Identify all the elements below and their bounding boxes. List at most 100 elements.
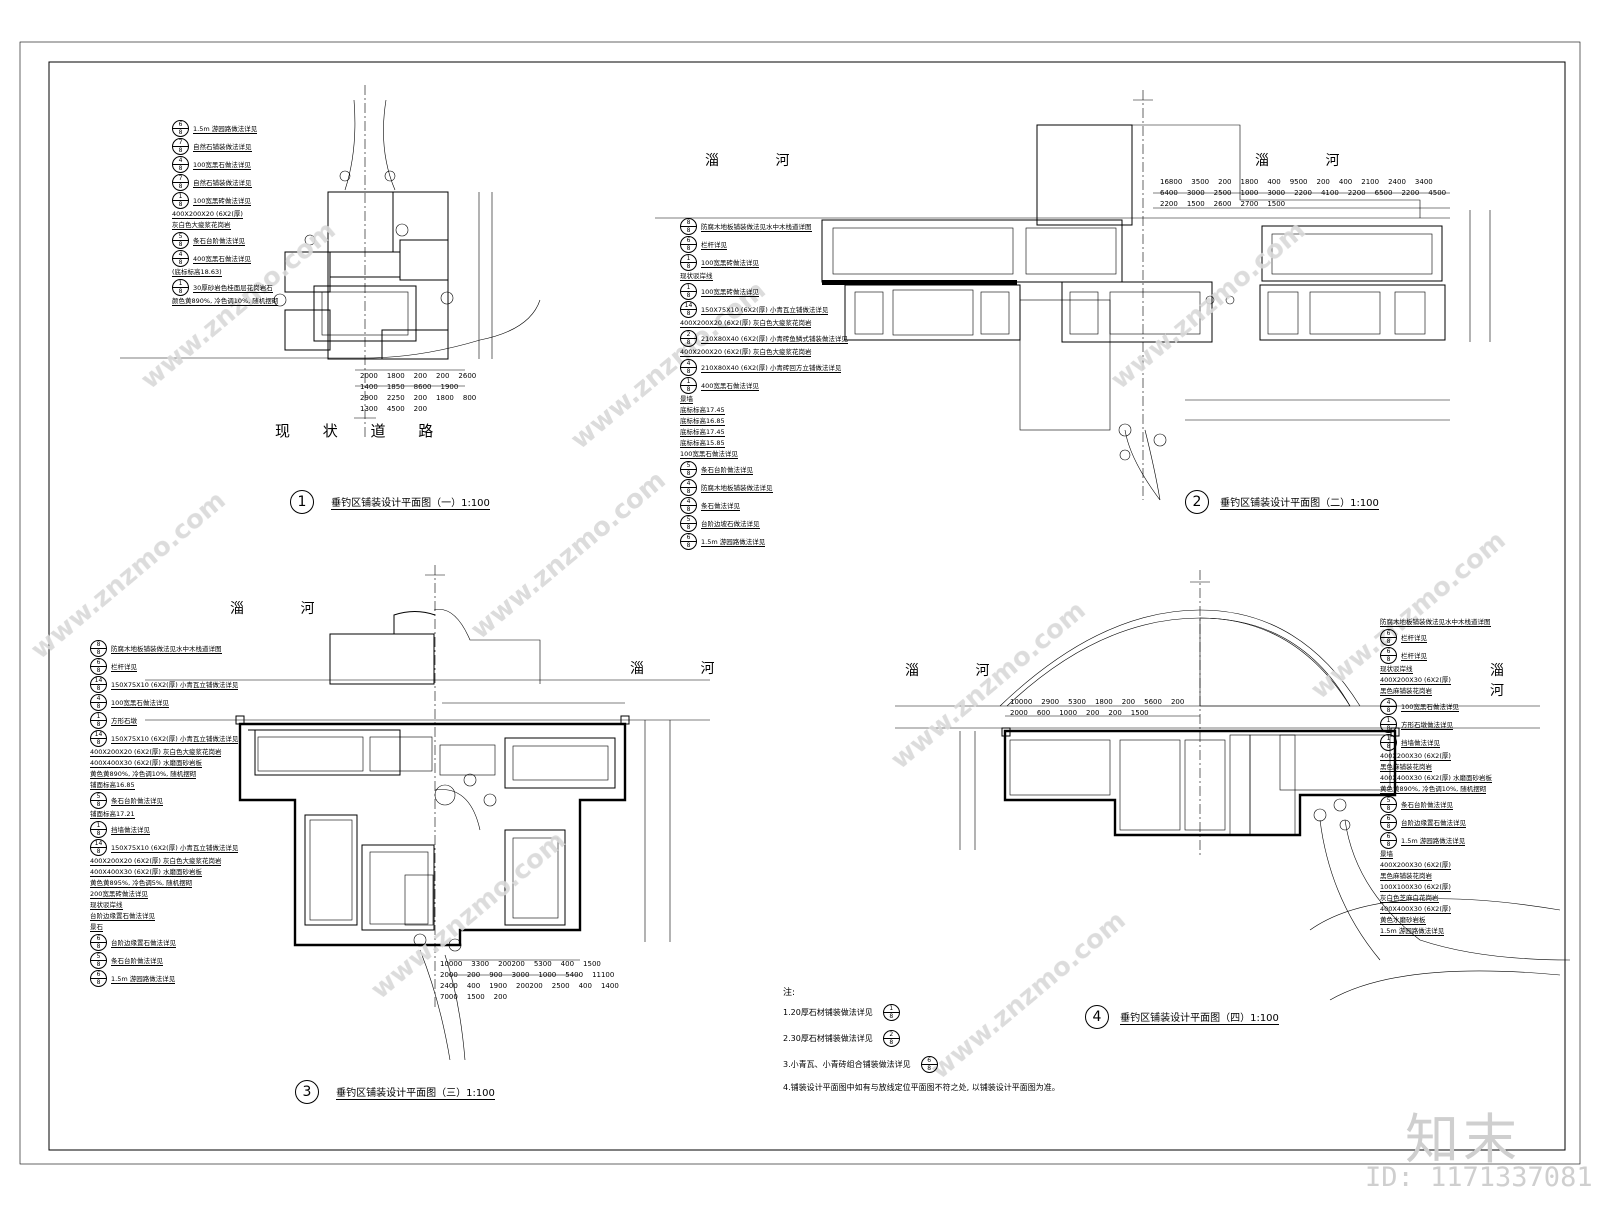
dimension-label: 400 <box>578 982 592 990</box>
callout-text: 400X400X30 (6X2(厚) 水磨面砂岩板 <box>1380 774 1492 783</box>
callout-text: 挡墙做法详见 <box>1401 738 1440 748</box>
callout-text: 方形石墩 <box>111 716 137 726</box>
dimension-label: 200 <box>1218 178 1232 186</box>
callout-text: 台阶边缘置石做法详见 <box>90 912 155 921</box>
callout-text: 台阶边缘置石做法详见 <box>111 938 176 948</box>
callout-item: 400X200X30 (6X2(厚) <box>1380 752 1550 762</box>
drawing-title: 垂钓区铺装设计平面图（二）1:100 <box>1220 498 1379 510</box>
dimension-label: 1400 <box>360 383 378 391</box>
dimension-label: 1800 <box>1240 178 1259 186</box>
dimension-label: 4500 <box>386 405 405 413</box>
callout-item: 400X200X20 (6X2(厚) <box>172 210 322 220</box>
dimension-label: 200 <box>413 372 428 380</box>
note-text: 2.30厚石材铺装做法详见 <box>783 1034 873 1043</box>
dimension-label: 2500 <box>551 982 570 990</box>
callout-item: 1.5m 游园路做法详见 <box>1380 927 1550 937</box>
dimension-label: 200200 <box>516 982 543 990</box>
note-item: 4.铺装设计平面图中如有与放线定位平面图不符之处, 以铺装设计平面图为准。 <box>783 1082 1083 1094</box>
river-label-right: 淄 河 <box>630 661 741 677</box>
callout-text: 400X200X30 (6X2(厚) <box>1380 676 1451 685</box>
callout-item: 黑色麻铺装花岗岩 <box>1380 687 1550 697</box>
callout-text: 100宽黑石做法详见 <box>111 698 169 708</box>
callout-text: 400X200X20 (6X2(厚) 灰白色大疲浆花岗岩 <box>680 348 812 357</box>
dimension-label: 1500 <box>1267 200 1286 208</box>
brand-logo: 知末 <box>1405 1108 1521 1171</box>
dimension-label: 1800 <box>1094 698 1113 706</box>
dimension-label: 4100 <box>1320 189 1339 197</box>
dimension-label: 200 <box>493 993 508 1001</box>
drawing-3-plan <box>145 565 710 1061</box>
dimension-label: 6500 <box>1374 189 1393 197</box>
river-label-left: 淄 河 <box>905 663 1016 679</box>
callout-text: 防腐木地板铺装做法见水中木栈道详图 <box>111 644 222 654</box>
callout-item: 400X400X30 (6X2(厚) 水磨面砂岩板 <box>90 759 260 769</box>
dimension-label: 1900 <box>440 383 459 391</box>
drawing-2-plan <box>655 90 1491 501</box>
callout-text: 100宽黑砖做法详见 <box>701 287 759 297</box>
dimension-label: 2400 <box>440 982 458 990</box>
dimension-label: 200 <box>1086 709 1100 717</box>
callout-item: (底标标高18.63) <box>172 268 322 278</box>
dimension-label: 1500 <box>1186 200 1205 208</box>
drawing-number-circle: 1 <box>290 490 314 514</box>
callout-item: 100宽黑石做法详见 <box>680 450 860 460</box>
callout-item: 防腐木地板铺装做法见水中木栈道详图 <box>1380 618 1550 628</box>
drawing-title: 垂钓区铺装设计平面图（三）1:100 <box>336 1088 495 1100</box>
dimension-label: 5300 <box>1068 698 1086 706</box>
callout-item: 黄色黄895%, 冷色调5%, 随机摆砌 <box>90 879 260 889</box>
dimension-label: 200 <box>413 394 428 402</box>
callout-text: 黑色麻铺装花岗岩 <box>1380 687 1432 696</box>
river-label-right: 淄 河 <box>1490 663 1530 699</box>
callout-text: 400宽黑石做法详见 <box>701 381 759 391</box>
callout-item: 400X200X30 (6X2(厚) <box>1380 861 1550 871</box>
callout-text: 100宽黑砖做法详见 <box>701 258 759 268</box>
callout-item: 黄色黄890%, 冷色调10%, 随机摆砌 <box>1380 785 1550 795</box>
dimension-label: 1900 <box>489 982 508 990</box>
callout-text: 台阶边坡石做法详见 <box>701 519 760 529</box>
callout-text: 条石台阶做法详见 <box>111 796 163 806</box>
drawing-4-title: 4 垂钓区铺装设计平面图（四）1:100 <box>1085 1005 1279 1029</box>
callout-text: 黄色黄890%, 冷色调10%, 随机摆砌 <box>90 770 197 779</box>
callout-item: 400X200X30 (6X2(厚) <box>1380 676 1550 686</box>
dimension-label: 2200 <box>1401 189 1420 197</box>
callout-text: 30厚砂岩色桂面层花岗岩石 <box>193 283 273 293</box>
dimension-label: 3000 <box>1267 189 1286 197</box>
callout-text: 灰白色芝麻白花岗岩 <box>1380 894 1439 903</box>
drawing-1-plan <box>120 85 541 440</box>
callout-text: 底标标高17.45 <box>680 428 725 437</box>
callout-text: 颜色黄890%, 冷色调10%, 随机摆砌 <box>172 297 279 306</box>
callout-text: 400X200X30 (6X2(厚) <box>1380 861 1451 870</box>
dimension-label: 10000 <box>440 960 463 968</box>
sheet-outer-border <box>19 41 1581 1165</box>
callout-text: 100宽黑石做法详见 <box>1401 702 1459 712</box>
dimension-label: 200 <box>1316 178 1330 186</box>
callout-text: 黑色麻铺装花岗岩 <box>1380 763 1432 772</box>
drawing-4-plan <box>895 570 1571 1001</box>
dimension-label: 1500 <box>583 960 601 968</box>
callout-item: 400X200X20 (6X2(厚) 灰白色大疲浆花岗岩 <box>90 857 260 867</box>
